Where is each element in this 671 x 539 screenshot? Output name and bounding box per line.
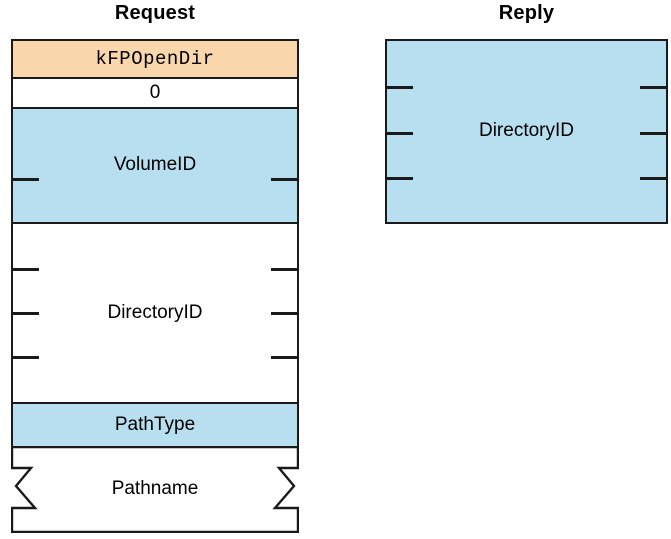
field-label: 0 — [149, 81, 161, 103]
continuation-tick-icon — [387, 132, 413, 135]
continuation-tick-icon — [271, 312, 297, 315]
request-field-pathname: Pathname — [11, 446, 299, 533]
continuation-tick-icon — [13, 268, 39, 271]
continuation-tick-icon — [640, 132, 666, 135]
continuation-tick-icon — [640, 86, 666, 89]
request-field-directoryid: DirectoryID — [11, 222, 299, 402]
continuation-tick-icon — [387, 86, 413, 89]
continuation-tick-icon — [271, 178, 297, 181]
continuation-tick-icon — [13, 178, 39, 181]
request-field-pathtype: PathType — [11, 402, 299, 446]
request-field-pad: 0 — [11, 77, 299, 107]
continuation-tick-icon — [271, 356, 297, 359]
field-label: PathType — [114, 413, 196, 435]
continuation-tick-icon — [271, 268, 297, 271]
continuation-tick-icon — [640, 177, 666, 180]
field-label: kFPOpenDir — [95, 47, 215, 70]
field-label: DirectoryID — [107, 301, 203, 323]
torn-edge-shape — [11, 446, 299, 533]
continuation-tick-icon — [13, 312, 39, 315]
request-packet: kFPOpenDir 0 VolumeID DirectoryID PathTy… — [11, 39, 299, 533]
continuation-tick-icon — [13, 356, 39, 359]
reply-packet: DirectoryID — [385, 39, 668, 224]
field-label: DirectoryID — [478, 120, 574, 142]
column-title-request: Request — [114, 2, 196, 24]
field-label: VolumeID — [113, 154, 197, 176]
reply-field-directoryid: DirectoryID — [385, 39, 668, 224]
request-field-kfpopendir: kFPOpenDir — [11, 39, 299, 77]
request-field-volumeid: VolumeID — [11, 107, 299, 222]
column-title-reply: Reply — [498, 2, 555, 24]
continuation-tick-icon — [387, 177, 413, 180]
